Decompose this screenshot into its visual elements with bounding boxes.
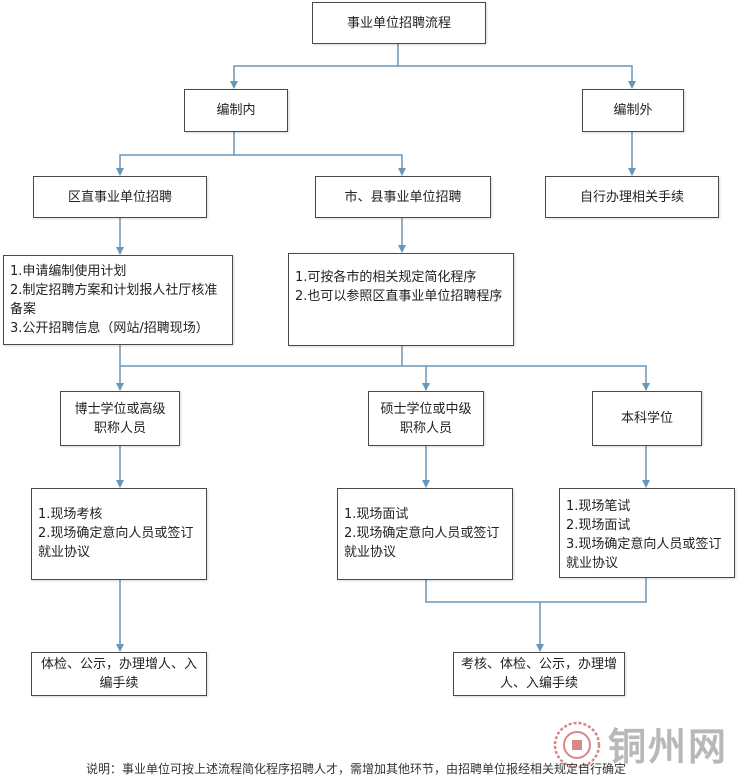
bachelor-text: 本科学位 (620, 411, 673, 426)
connector-master-join (425, 580, 540, 603)
bachelor-step-3: 3.现场确定意向人员或签订就业协议 (566, 537, 722, 571)
district-step-1: 1.申请编制使用计划 (10, 264, 127, 279)
out-quota-text: 编制外 (613, 103, 653, 118)
master-steps-box: 1.现场面试 2.现场确定意向人员或签订就业协议 (337, 488, 513, 580)
title-text: 事业单位招聘流程 (346, 15, 451, 31)
phd-final-box: 体检、公示，办理增人、入编手续 (31, 652, 207, 696)
phd-box: 博士学位或高级职称人员 (60, 391, 180, 446)
connector-inquota-district (116, 132, 235, 176)
other-final-box: 考核、体检、公示，办理增人、入编手续 (453, 652, 625, 696)
district-text: 区直事业单位招聘 (67, 189, 172, 205)
city-step-1: 1.可按各市的相关规定简化程序 (295, 270, 477, 285)
phd-step-1: 1.现场考核 (38, 507, 103, 522)
self-box: 自行办理相关手续 (545, 176, 719, 218)
city-box: 市、县事业单位招聘 (315, 176, 491, 218)
bachelor-box: 本科学位 (592, 391, 702, 446)
connector-inquota-city (234, 154, 406, 176)
bachelor-step-1: 1.现场笔试 (566, 499, 631, 514)
phd-step-2: 2.现场确定意向人员或签订就业协议 (38, 526, 194, 560)
watermark-logo-icon (553, 721, 601, 769)
district-step-3: 3.公开招聘信息（网站/招聘现场） (10, 321, 209, 336)
bachelor-step-2: 2.现场面试 (566, 518, 631, 533)
connector-title-split (230, 44, 399, 89)
self-text: 自行办理相关手续 (579, 189, 684, 205)
connector-bachelor-join (540, 578, 647, 603)
title-box: 事业单位招聘流程 (312, 2, 486, 44)
city-steps-box: 1.可按各市的相关规定简化程序 2.也可以参照区直事业单位招聘程序 (288, 253, 514, 346)
in-quota-text: 编制内 (216, 103, 256, 118)
phd-text: 博士学位或高级职称人员 (74, 401, 166, 436)
district-steps-box: 1.申请编制使用计划 2.制定招聘方案和计划报人社厅核准备案 3.公开招聘信息（… (3, 255, 233, 345)
watermark-text: 铜州网 (608, 724, 729, 769)
district-step-2: 2.制定招聘方案和计划报人社厅核准备案 (10, 283, 218, 317)
connector-steps-master (120, 365, 430, 391)
phd-steps-box: 1.现场考核 2.现场确定意向人员或签订就业协议 (31, 488, 207, 580)
city-text: 市、县事业单位招聘 (344, 189, 462, 205)
master-step-1: 1.现场面试 (344, 507, 409, 522)
footnote: 说明：事业单位可按上述流程简化程序招聘人才，需增加其他环节，由招聘单位报经相关规… (86, 762, 627, 776)
master-step-2: 2.现场确定意向人员或签订就业协议 (344, 526, 500, 560)
connector-title-outquota (398, 65, 636, 89)
city-step-2: 2.也可以参照区直事业单位招聘程序 (295, 289, 503, 304)
phd-final-text: 体检、公示，办理增人、入编手续 (41, 657, 198, 691)
bachelor-steps-box: 1.现场笔试 2.现场面试 3.现场确定意向人员或签订就业协议 (559, 488, 735, 578)
connector-steps-bachelor (426, 365, 650, 391)
district-box: 区直事业单位招聘 (33, 176, 207, 218)
in-quota-box: 编制内 (184, 89, 288, 132)
master-box: 硕士学位或中级职称人员 (368, 391, 484, 446)
out-quota-box: 编制外 (582, 89, 684, 132)
other-final-text: 考核、体检、公示，办理增人、入编手续 (461, 657, 618, 691)
master-text: 硕士学位或中级职称人员 (380, 401, 472, 436)
